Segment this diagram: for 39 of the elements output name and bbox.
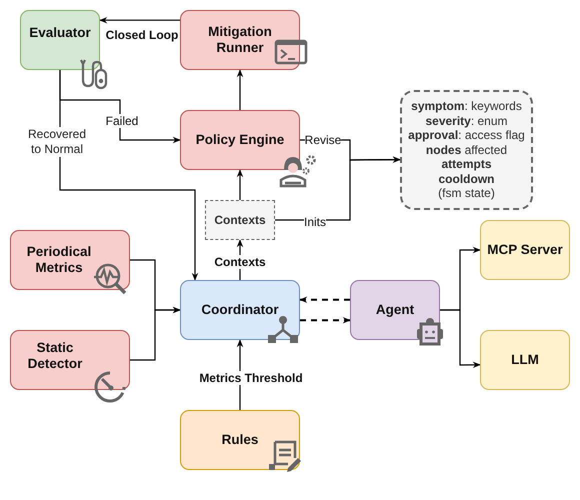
node-label: Coordinator [201,302,279,318]
node-label: Mitigation Runner [207,24,273,56]
arrow [236,169,244,200]
edge-label: Contexts [214,255,266,269]
dashed-box [205,200,275,240]
edge-label: Closed Loop [106,28,178,42]
edge-label: Failed [106,114,138,128]
process-box [480,220,570,280]
node-label: Periodical Metrics [26,244,92,276]
note-line: nodes affected [426,142,508,158]
node-label: Evaluator [29,25,91,41]
node-label: Agent [376,302,414,318]
note-line: (fsm state) [438,186,495,201]
node-label: LLM [511,352,539,368]
node-label: Policy Engine [196,132,284,148]
arrow [440,309,481,368]
note-line: severity: enum [425,114,508,128]
arrow [130,306,181,361]
edge-label: Inits [304,215,326,229]
process-box [480,330,570,390]
arrow [275,156,401,221]
dashed-arrow [300,317,351,324]
note-line: cooldown [438,172,494,186]
note-line: approval: access flag [408,128,525,143]
edge-label: Metrics Threshold [199,371,303,385]
node-label: Static Detector [26,340,84,372]
note-box [400,90,533,210]
note-line: symptom: keywords [411,99,522,114]
arrow [99,17,180,24]
arrow [59,70,198,281]
node-label: MCP Server [487,242,563,258]
process-box [180,280,300,340]
node-label: Rules [222,432,258,448]
node-label: Contexts [214,212,266,228]
process-box [180,410,300,470]
dashed-arrow [299,296,350,303]
arrow [236,69,244,110]
edge-label: Revise [304,133,342,147]
note-line: attempts [441,157,492,172]
